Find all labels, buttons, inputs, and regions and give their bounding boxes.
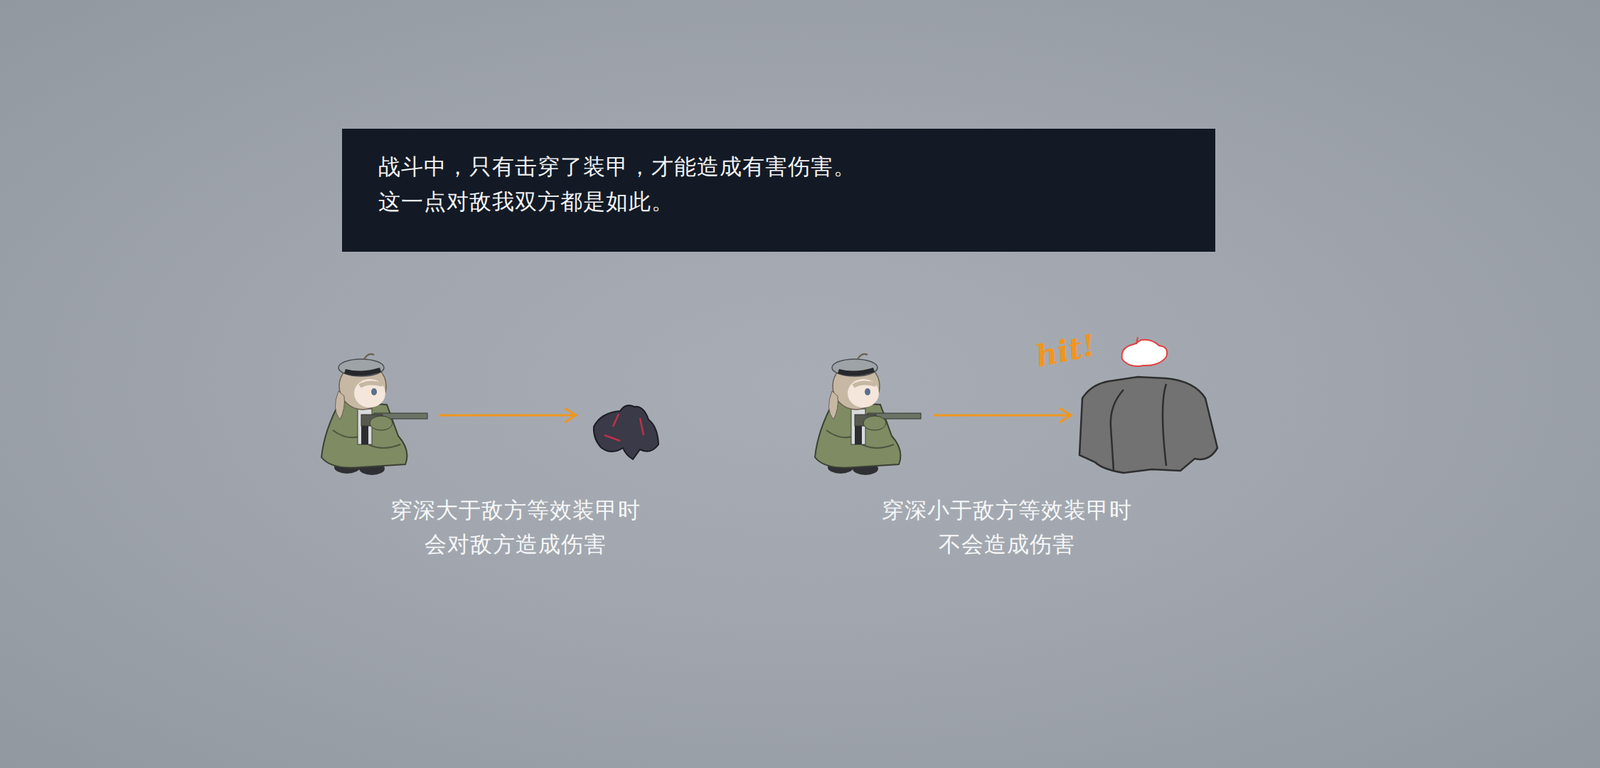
text-panel: 战斗中，只有击穿了装甲，才能造成有害伤害。这一点对敌我双方都是如此。	[342, 128, 1216, 252]
armor-hull	[1079, 376, 1218, 473]
spark-line	[1136, 337, 1138, 345]
soldier-left	[321, 354, 428, 476]
panel-text: 战斗中，只有击穿了装甲，才能造成有害伤害。	[378, 149, 1202, 185]
shot-line	[933, 414, 1070, 417]
armored-enemy	[1079, 376, 1218, 473]
small-enemy	[593, 405, 659, 460]
panel-text: 这一点对敌我双方都是如此。	[378, 184, 1202, 220]
armor-plate-edge	[1110, 384, 1167, 471]
arrow-head	[564, 408, 576, 423]
deflected-shell	[1122, 337, 1168, 367]
caption-text: 穿深大于敌方等效装甲时 会对敌方造成伤害	[390, 492, 641, 562]
arrow-left	[438, 408, 576, 423]
enemy-glow	[604, 413, 644, 441]
arrow-right	[933, 408, 1071, 423]
caption-text: 穿深小于敌方等效装甲时 不会造成伤害	[881, 492, 1133, 562]
shot-line	[438, 414, 575, 417]
soldier-right	[814, 354, 921, 476]
hit-mark: hit!	[1032, 327, 1099, 374]
spark	[1122, 339, 1168, 367]
enemy-body	[593, 405, 659, 460]
arrow-head	[1059, 408, 1071, 423]
